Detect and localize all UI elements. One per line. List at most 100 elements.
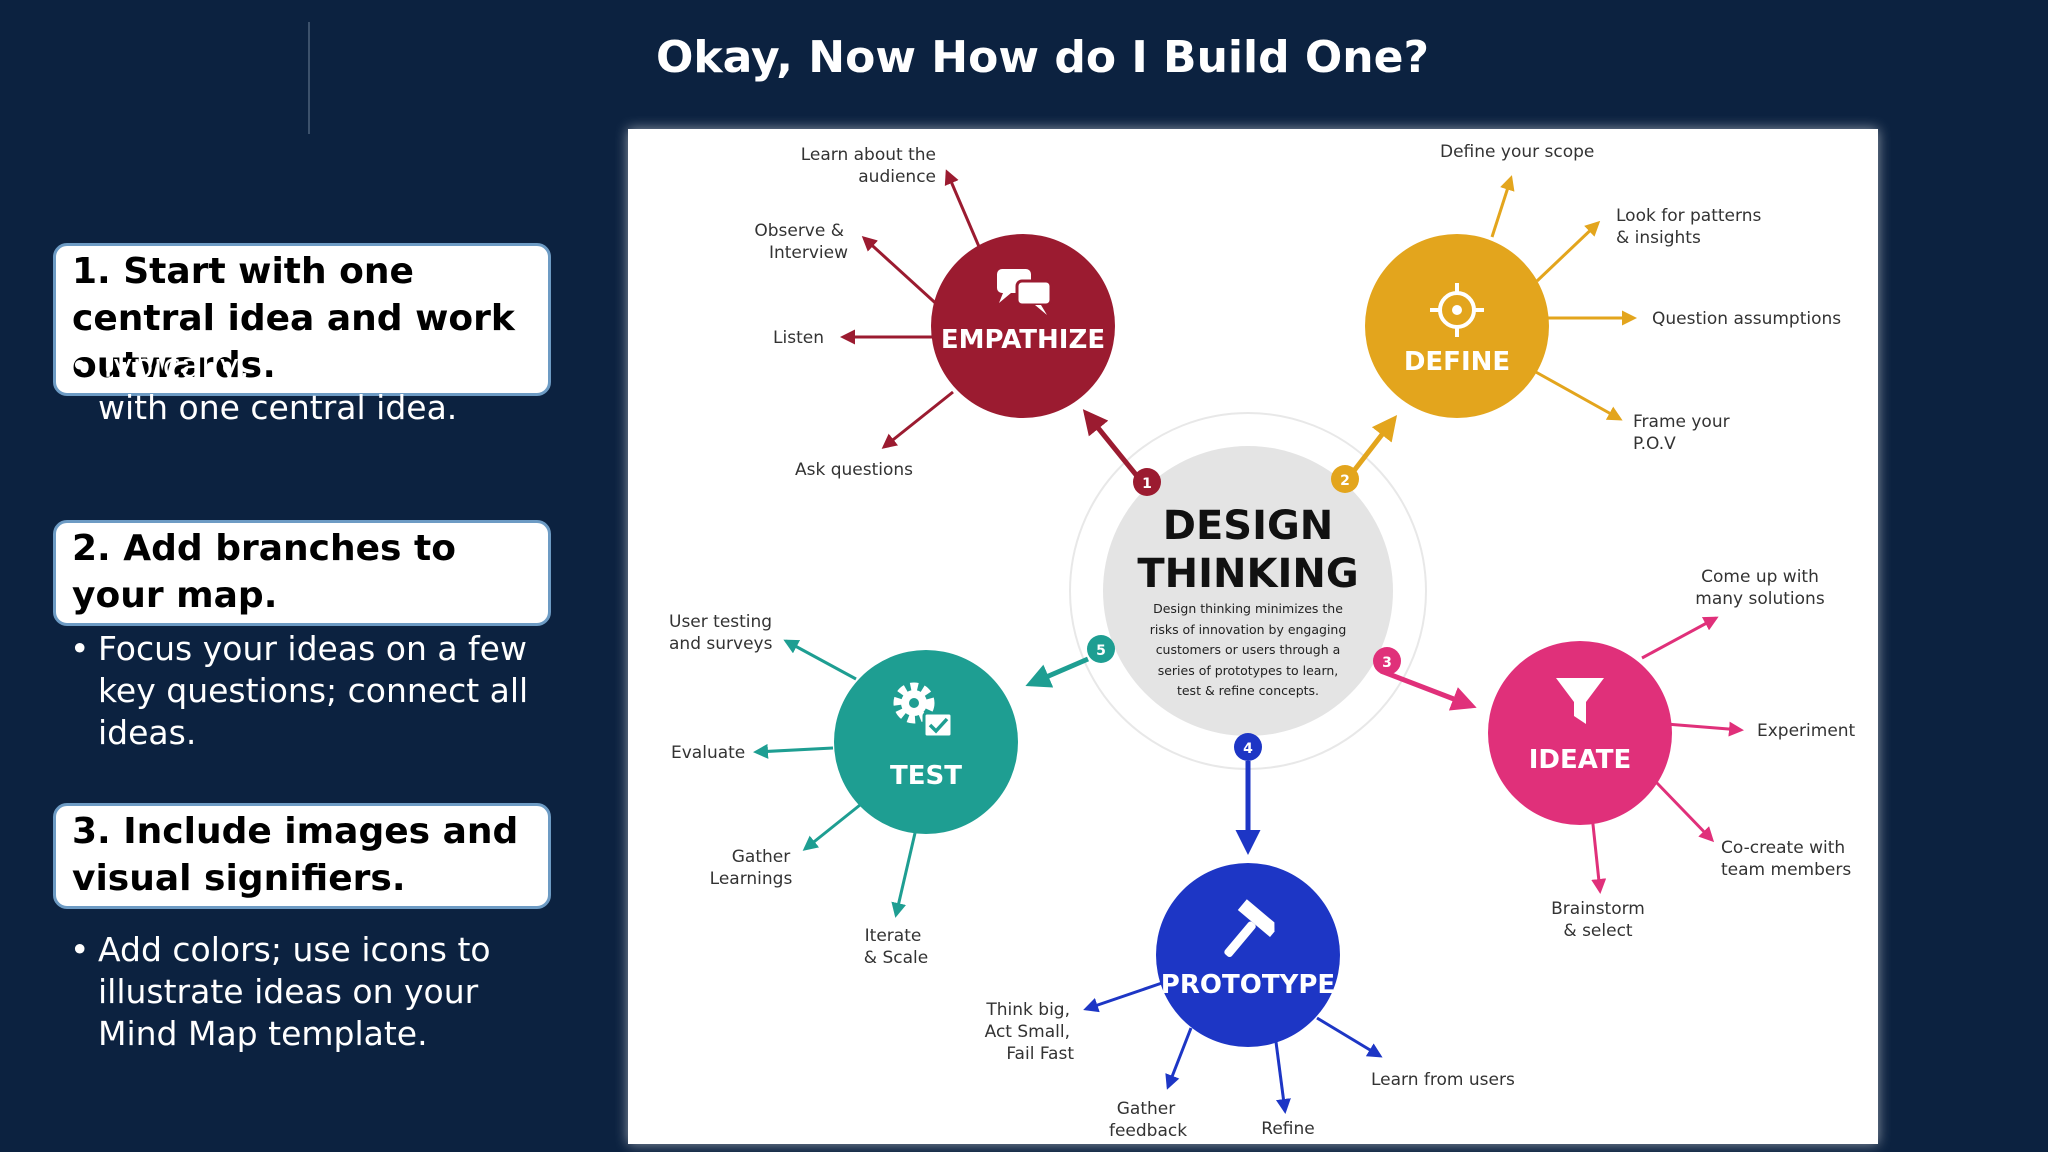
empathize-branch-arrow bbox=[861, 235, 944, 311]
empathize-node bbox=[931, 234, 1115, 418]
define-branch-arrow bbox=[1490, 175, 1515, 238]
prototype-label: PROTOTYPE bbox=[1161, 970, 1335, 1000]
prototype-branch-arrow bbox=[1165, 1027, 1193, 1090]
test-branch-label: Gather bbox=[732, 847, 790, 867]
chat-bubbles-icon bbox=[997, 269, 1053, 315]
ideate-branch-arrow bbox=[1654, 780, 1715, 843]
define-branch-arrow bbox=[1533, 369, 1623, 421]
bullet: • bbox=[70, 346, 90, 385]
gear-check-icon bbox=[893, 682, 954, 739]
prototype-branch-arrow bbox=[1083, 981, 1163, 1013]
empathize-branch-label: audience bbox=[858, 167, 936, 187]
diagram-canvas: DESIGN THINKING Design thinking minimize… bbox=[669, 142, 1856, 1141]
empathize-branch-arrow bbox=[881, 390, 954, 449]
prototype-branch-label: Fail Fast bbox=[1006, 1044, 1074, 1064]
test-branch-arrow bbox=[783, 639, 857, 681]
ideate-step-badge bbox=[1373, 647, 1401, 675]
test-branch-label: and surveys bbox=[669, 634, 773, 654]
ideate-branch-label: & select bbox=[1563, 921, 1633, 941]
define-branch-label: Look for patterns bbox=[1616, 206, 1761, 226]
center-title-line1: DESIGN bbox=[1163, 503, 1334, 549]
prototype-node bbox=[1156, 863, 1340, 1047]
bullet: • bbox=[70, 930, 90, 969]
funnel-icon bbox=[1556, 678, 1604, 724]
empathize-branch-label: Learn about the bbox=[801, 145, 936, 165]
step-2-heading: 2. Add branches to your map. bbox=[53, 520, 551, 626]
empathize-step-badge bbox=[1133, 468, 1161, 496]
prototype-branch-label: feedback bbox=[1109, 1121, 1187, 1141]
empathize-connector-arrow bbox=[1082, 409, 1139, 478]
empathize-branch-label: Listen bbox=[773, 328, 824, 348]
ideate-label: IDEATE bbox=[1529, 745, 1632, 775]
ideate-branch-arrow bbox=[1641, 616, 1719, 660]
slide-title: Okay, Now How do I Build One? bbox=[655, 32, 1429, 83]
define-branch-label: Define your scope bbox=[1440, 142, 1594, 162]
step-1-text: Typically, Mind Maps start with one cent… bbox=[98, 346, 525, 427]
ideate-branch-label: Experiment bbox=[1757, 721, 1856, 741]
prototype-branch-label: Act Small, bbox=[985, 1022, 1070, 1042]
test-branch-arrow bbox=[891, 832, 917, 918]
test-branch-arrow bbox=[753, 743, 834, 759]
step-1-description: • Typically, Mind Maps start with one ce… bbox=[68, 345, 558, 429]
test-branch-label: & Scale bbox=[864, 948, 928, 968]
ideate-branch-arrow bbox=[1590, 814, 1607, 894]
empathize-step-number: 1 bbox=[1142, 476, 1152, 492]
ideate-branch-label: team members bbox=[1721, 860, 1851, 880]
step-3-description: • Add colors; use icons to illustrate id… bbox=[68, 929, 558, 1055]
prototype-branch-arrow bbox=[1274, 1041, 1291, 1114]
empathize-branch-label: Interview bbox=[769, 243, 848, 263]
test-branch-label: Evaluate bbox=[671, 743, 745, 763]
ideate-branch-label: Brainstorm bbox=[1551, 899, 1645, 919]
ideate-step-number: 3 bbox=[1382, 655, 1392, 671]
prototype-step-badge bbox=[1234, 733, 1262, 761]
step-2-description: • Focus your ideas on a few key question… bbox=[68, 628, 558, 754]
ideate-branch-label: many solutions bbox=[1695, 589, 1825, 609]
step-2-text: Focus your ideas on a few key questions;… bbox=[98, 629, 529, 752]
ideate-branch-label: Come up with bbox=[1701, 567, 1819, 587]
define-branch-label: & insights bbox=[1616, 228, 1701, 248]
step-1-heading: 1. Start with one central idea and work … bbox=[53, 243, 551, 396]
prototype-branch-label: Gather bbox=[1117, 1099, 1175, 1119]
divider-line bbox=[308, 22, 310, 134]
define-step-badge bbox=[1331, 465, 1359, 493]
bullet: • bbox=[70, 629, 90, 668]
prototype-branch-label: Think big, bbox=[985, 1000, 1070, 1020]
define-branch-label: Question assumptions bbox=[1652, 309, 1841, 329]
test-branch-label: Learnings bbox=[710, 869, 793, 889]
center-description-line: Design thinking minimizes the bbox=[1153, 601, 1343, 616]
define-step-number: 2 bbox=[1340, 473, 1350, 489]
empathize-label: EMPATHIZE bbox=[941, 325, 1105, 355]
test-step-badge bbox=[1087, 635, 1115, 663]
define-branch-label: Frame your bbox=[1633, 412, 1730, 432]
center-description-line: series of prototypes to learn, bbox=[1158, 663, 1339, 678]
ideate-branch-arrow bbox=[1665, 721, 1744, 737]
test-branch-arrow bbox=[802, 803, 861, 851]
prototype-step-number: 4 bbox=[1243, 741, 1253, 757]
center-circle bbox=[1103, 446, 1393, 736]
ideate-branch-label: Co-create with bbox=[1721, 838, 1845, 858]
test-branch-label: User testing bbox=[669, 612, 772, 632]
center-title-line2: THINKING bbox=[1137, 551, 1358, 597]
center-description-line: test & refine concepts. bbox=[1177, 683, 1319, 698]
define-branch-label: P.O.V bbox=[1633, 434, 1676, 454]
test-connector-arrow bbox=[1025, 656, 1089, 688]
empathize-branch-label: Ask questions bbox=[795, 460, 913, 480]
center-description-line: risks of innovation by engaging bbox=[1150, 622, 1347, 637]
ideate-node bbox=[1488, 641, 1672, 825]
design-thinking-diagram: DESIGN THINKING Design thinking minimize… bbox=[628, 129, 1878, 1144]
step-3-text: Add colors; use icons to illustrate idea… bbox=[98, 930, 491, 1053]
test-branch-label: Iterate bbox=[865, 926, 922, 946]
ideate-connector-arrow bbox=[1380, 668, 1477, 711]
define-label: DEFINE bbox=[1404, 347, 1510, 377]
define-branch-arrow bbox=[1535, 220, 1601, 283]
center-description-line: customers or users through a bbox=[1156, 642, 1341, 657]
empathize-branch-label: Observe & bbox=[754, 221, 844, 241]
test-label: TEST bbox=[890, 761, 962, 791]
crosshair-icon bbox=[1430, 283, 1484, 337]
prototype-branch-label: Refine bbox=[1261, 1119, 1314, 1139]
hammer-icon bbox=[1224, 899, 1275, 958]
prototype-branch-arrow bbox=[1316, 1016, 1383, 1058]
prototype-branch-label: Learn from users bbox=[1371, 1070, 1515, 1090]
test-step-number: 5 bbox=[1096, 643, 1106, 659]
step-3-heading: 3. Include images and visual signifiers. bbox=[53, 803, 551, 909]
